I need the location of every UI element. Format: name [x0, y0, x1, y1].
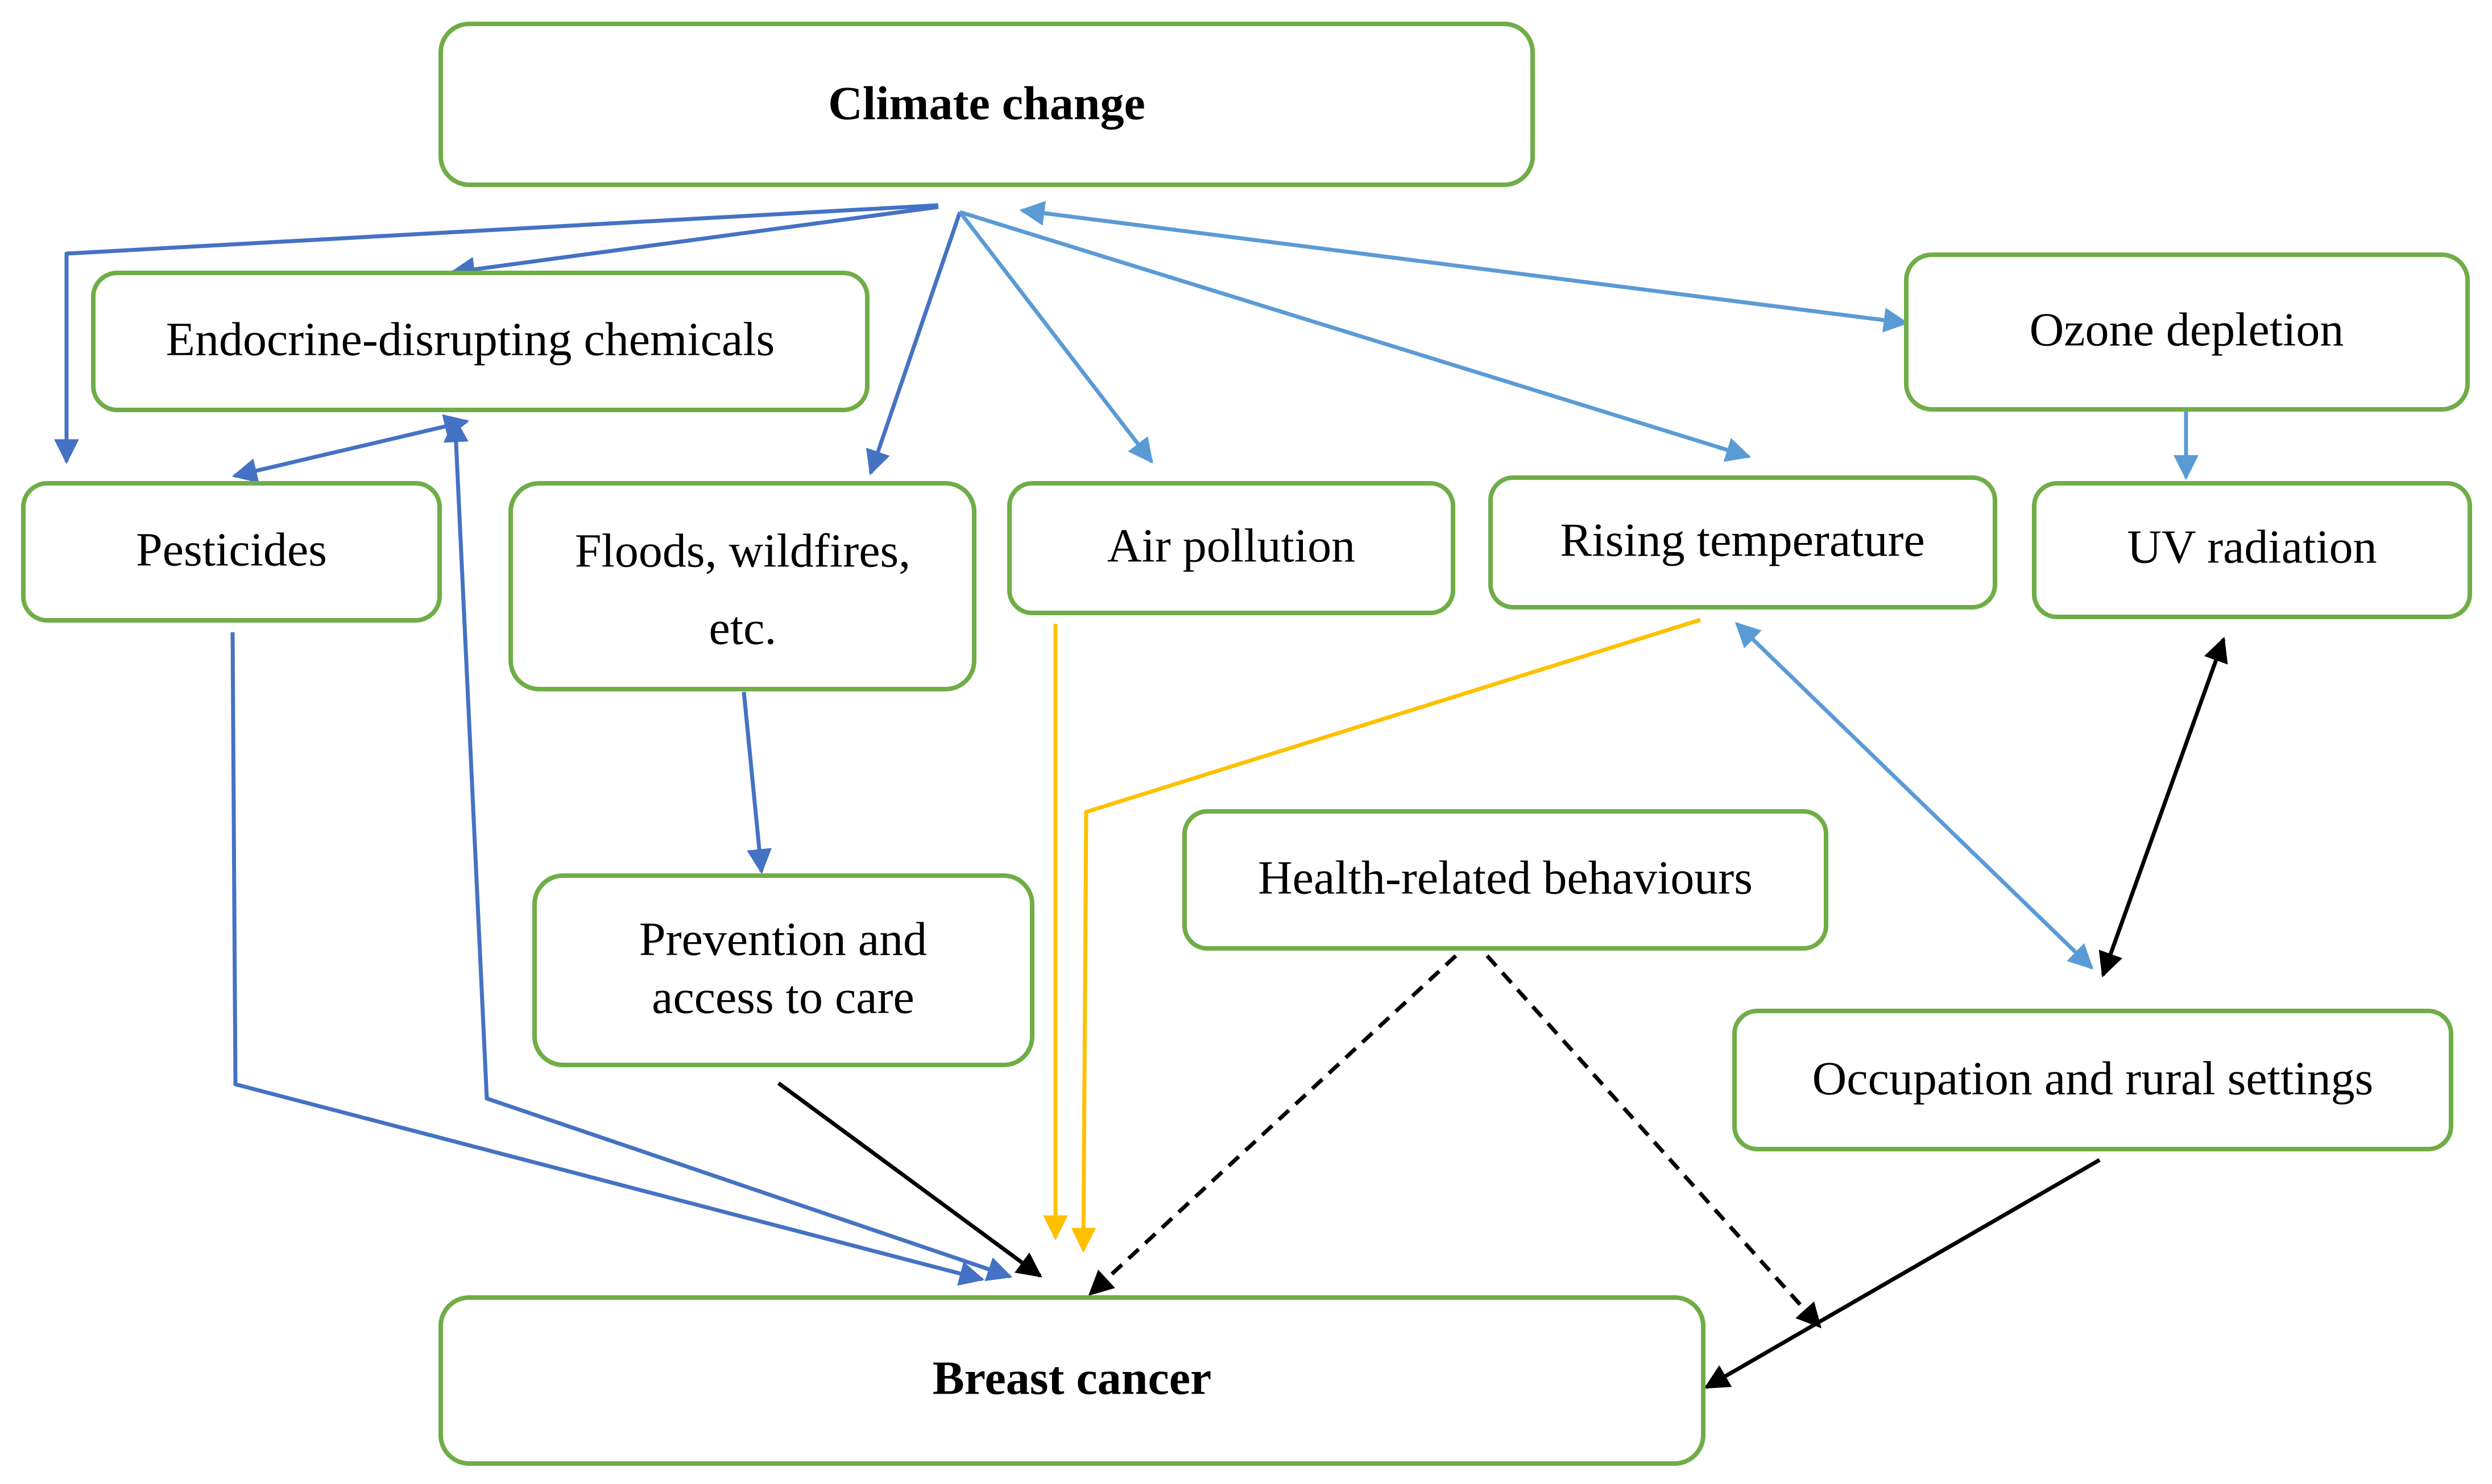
edge-climate-to-endocrine	[449, 205, 939, 282]
edge-climate-ozone	[1019, 201, 1909, 333]
node-climate-change: Climate change	[438, 22, 1535, 187]
node-climate-change-label: Climate change	[828, 77, 1145, 130]
edge-climate-to-floods	[866, 211, 962, 476]
node-pesticides: Pesticides	[21, 481, 442, 623]
node-ozone-label: Ozone depletion	[2030, 303, 2344, 356]
node-rising-temperature: Rising temperature	[1488, 475, 1997, 610]
node-floods-label-line2: etc.	[709, 602, 777, 654]
edge-endocrine-breast-cancer	[443, 417, 1013, 1282]
node-floods-label-line1: Floods, wildfires,	[575, 524, 910, 577]
edge-pesticides-to-breast-cancer	[230, 632, 985, 1286]
edge-health-behaviours-to-breast-cancer-right	[1485, 954, 1822, 1329]
node-rising-temperature-label: Rising temperature	[1560, 513, 1924, 566]
edge-health-behaviours-to-breast-cancer-left	[1088, 954, 1458, 1296]
edge-rising-temperature-occupation	[1735, 621, 2094, 970]
node-prevention-label-line1: Prevention and	[639, 913, 927, 965]
edge-climate-to-air-pollution	[958, 210, 1153, 464]
node-endocrine: Endocrine-disrupting chemicals	[91, 271, 870, 412]
edge-prevention-to-breast-cancer	[777, 1081, 1042, 1278]
edge-uv-occupation	[2098, 636, 2228, 978]
node-prevention: Prevention and access to care	[532, 873, 1034, 1067]
node-health-behaviours-label: Health-related behaviours	[1258, 851, 1753, 904]
edge-endocrine-pesticides	[231, 414, 470, 483]
node-floods: Floods, wildfires, etc.	[508, 481, 976, 691]
edge-climate-to-pesticides	[54, 203, 939, 465]
node-occupation-label: Occupation and rural settings	[1812, 1052, 2374, 1105]
edge-floods-to-prevention	[742, 691, 772, 874]
node-air-pollution-label: Air pollution	[1107, 519, 1355, 572]
node-health-behaviours: Health-related behaviours	[1182, 809, 1828, 951]
edge-climate-to-rising-temperature	[959, 210, 1752, 462]
edges	[54, 201, 2228, 1390]
node-air-pollution: Air pollution	[1007, 481, 1455, 615]
node-pesticides-label: Pesticides	[136, 523, 327, 576]
node-ozone: Ozone depletion	[1904, 252, 2470, 412]
edge-occupation-to-breast-cancer	[1704, 1158, 2101, 1390]
node-breast-cancer-label: Breast cancer	[933, 1352, 1212, 1404]
node-prevention-label-line2: access to care	[652, 971, 914, 1023]
node-uv-radiation: UV radiation	[2032, 481, 2472, 619]
node-occupation: Occupation and rural settings	[1732, 1009, 2453, 1151]
edge-rising-temperature-to-breast-cancer	[1071, 617, 1702, 1253]
node-uv-radiation-label: UV radiation	[2127, 520, 2377, 573]
node-breast-cancer: Breast cancer	[438, 1295, 1706, 1466]
node-endocrine-label: Endocrine-disrupting chemicals	[166, 313, 775, 366]
